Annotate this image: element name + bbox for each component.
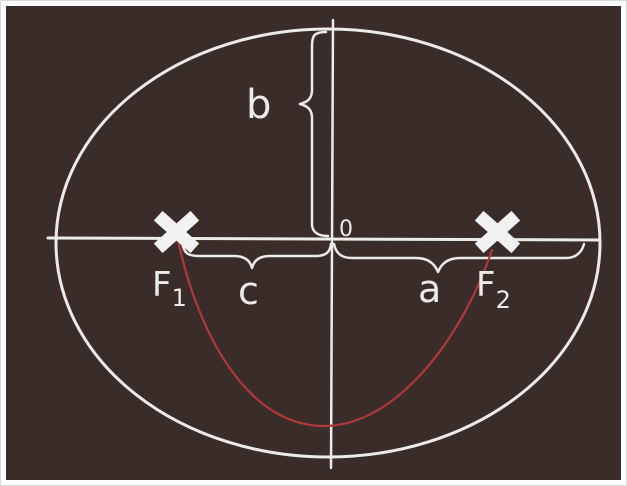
brace-c [180, 240, 333, 270]
label-focus-left: F1 [152, 265, 187, 312]
label-a: a [418, 267, 441, 311]
focus-left-marker [153, 210, 200, 254]
brace-a [332, 242, 586, 274]
string-curve [176, 238, 494, 428]
label-focus-right-sub: 2 [496, 286, 511, 314]
ellipse-diagram: b 0 c a F1 F2 [46, 18, 602, 470]
label-origin: 0 [339, 217, 353, 242]
label-focus-left-sub: 1 [172, 284, 187, 312]
label-focus-left-letter: F [152, 265, 172, 305]
label-focus-right: F2 [476, 265, 511, 314]
major-axis [46, 236, 602, 242]
ellipse-outline [54, 27, 602, 459]
label-c: c [238, 269, 259, 313]
focus-right-marker [474, 210, 521, 254]
label-b: b [246, 82, 271, 128]
chalkboard: b 0 c a F1 F2 [6, 6, 621, 480]
brace-b [298, 30, 330, 238]
label-focus-right-letter: F [476, 265, 496, 305]
